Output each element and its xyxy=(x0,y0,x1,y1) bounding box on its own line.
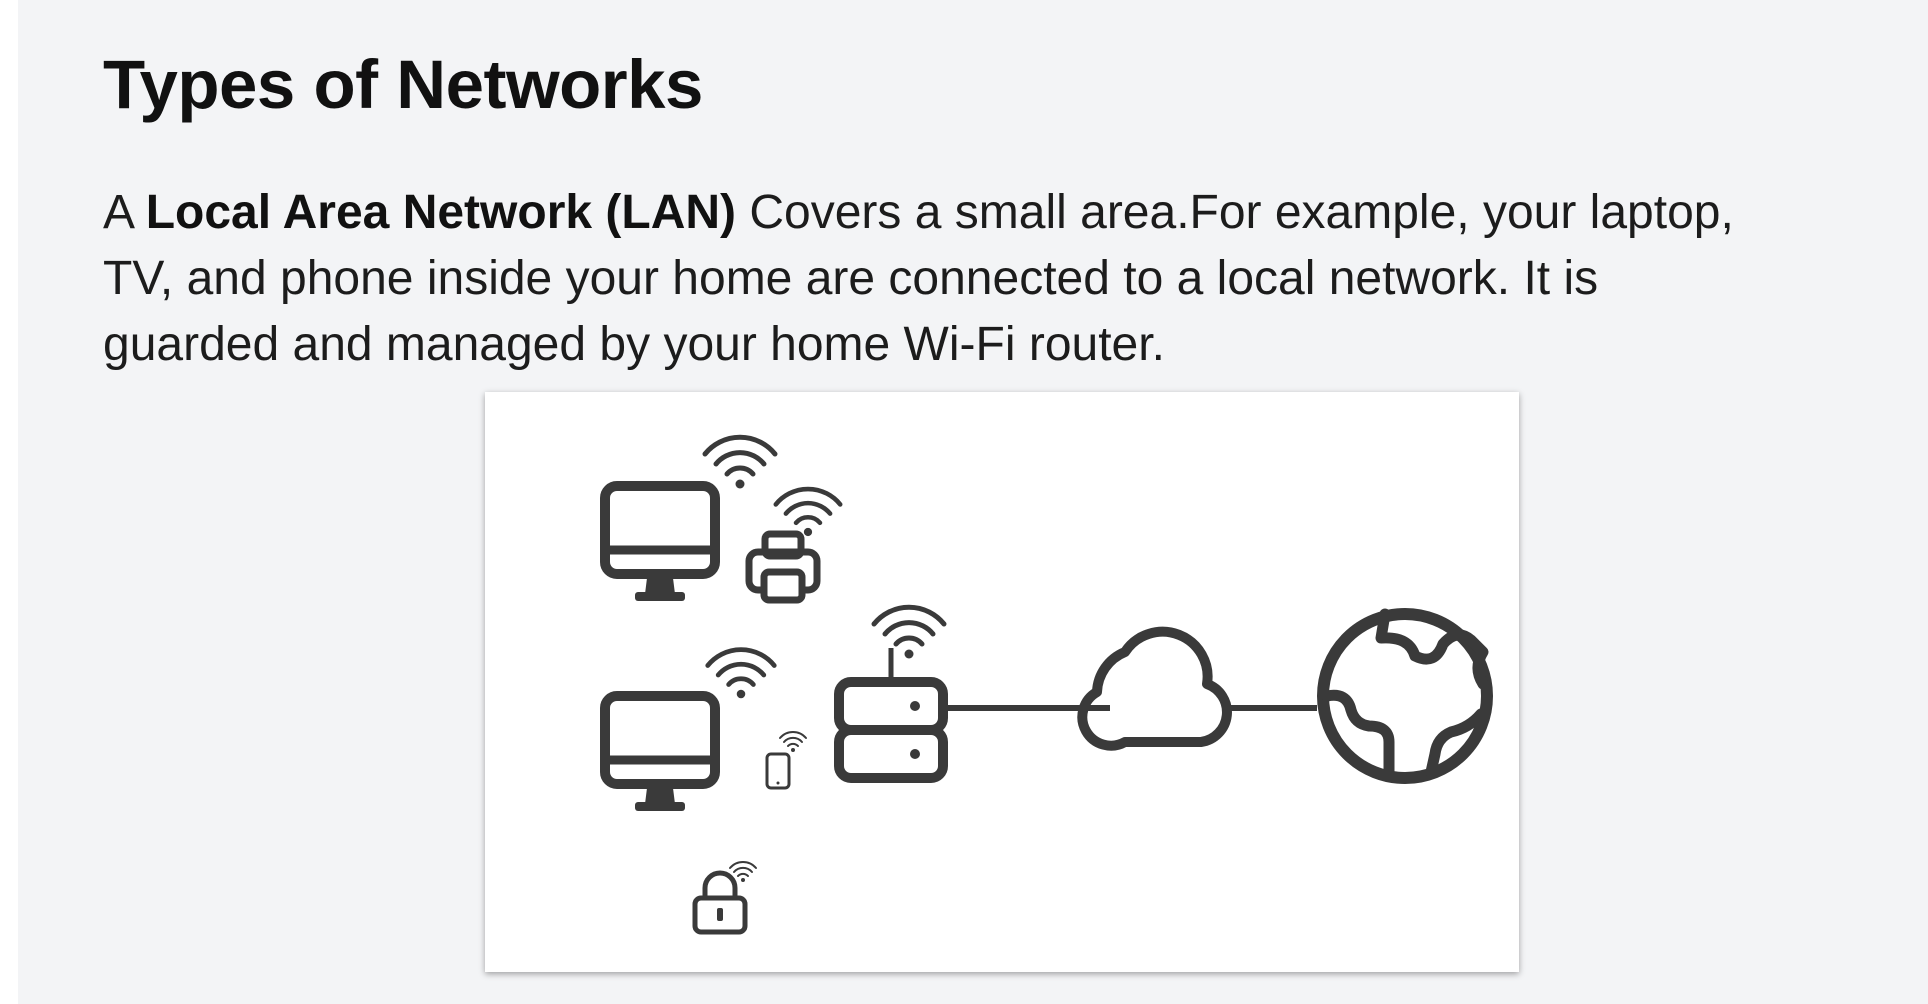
page-background: Types of Networks A Local Area Network (… xyxy=(18,0,1928,1004)
lan-description: A Local Area Network (LAN) Covers a smal… xyxy=(103,180,1863,378)
lan-term: Local Area Network (LAN) xyxy=(145,186,737,239)
para-line3: guarded and managed by your home Wi-Fi r… xyxy=(103,318,1165,371)
para-prefix: A xyxy=(103,186,146,239)
smartphone-icon xyxy=(765,752,791,790)
wifi-icon-smartphone xyxy=(779,730,807,753)
wifi-icon-printer xyxy=(776,489,840,536)
desktop-computer-icon-1 xyxy=(605,486,715,601)
wifi-icon-router xyxy=(874,607,944,658)
lan-diagram xyxy=(485,392,1519,972)
desktop-computer-icon-2 xyxy=(605,696,715,811)
globe-icon xyxy=(1317,608,1493,784)
router-icon xyxy=(834,648,948,783)
para-line1-rest: Covers a small area.For example, your la… xyxy=(736,186,1734,239)
para-line2: TV, and phone inside your home are conne… xyxy=(103,252,1599,305)
wifi-icon-desktop-2 xyxy=(708,650,775,699)
wifi-icon-desktop-1 xyxy=(705,437,775,488)
printer-icon xyxy=(745,530,821,604)
cloud-icon xyxy=(1077,626,1232,751)
smart-lock-icon xyxy=(692,870,748,935)
lan-diagram-svg xyxy=(485,392,1493,935)
page-title: Types of Networks xyxy=(103,46,703,123)
